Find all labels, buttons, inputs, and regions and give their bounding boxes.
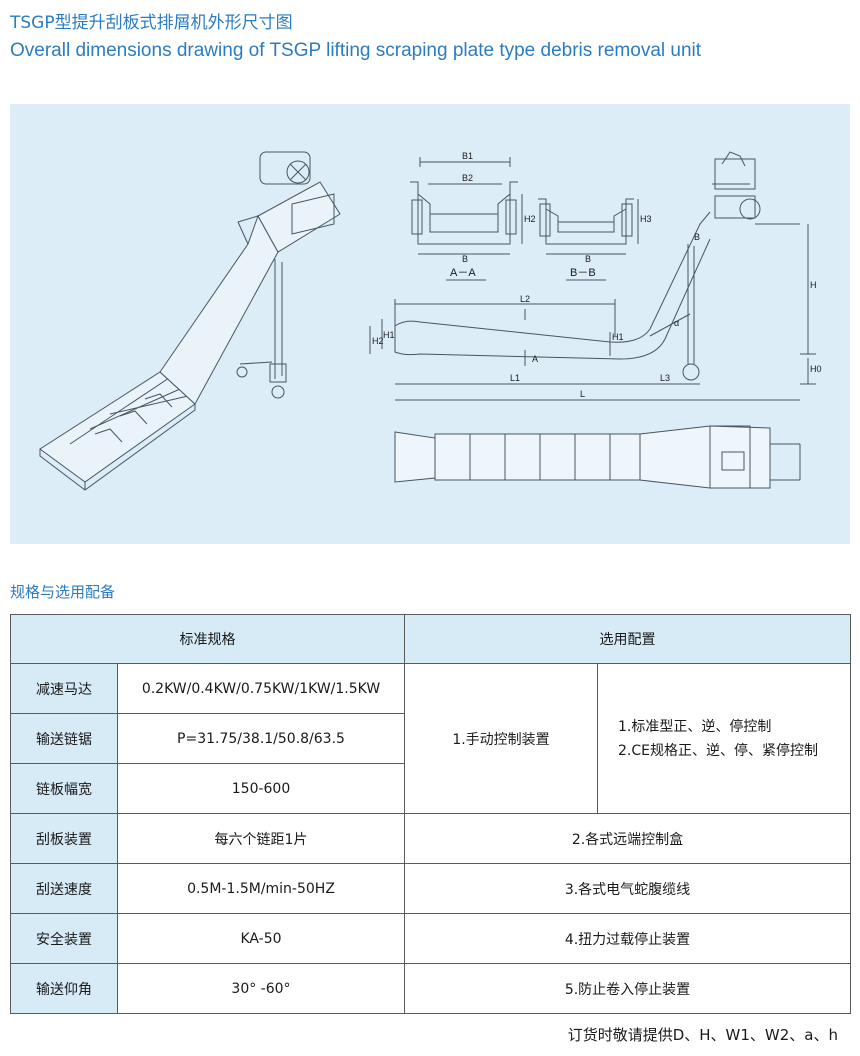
row-label-chain: 输送链锯 — [10, 713, 118, 764]
dim-label-b-aa: B — [462, 254, 468, 264]
table-row: 减速马达 0.2KW/0.4KW/0.75KW/1KW/1.5KW 1.手动控制… — [10, 663, 851, 814]
page-title-en: Overall dimensions drawing of TSGP lifti… — [10, 40, 702, 61]
dim-label-b2: B2 — [462, 173, 473, 183]
option-remote-box: 2.各式远端控制盒 — [404, 813, 851, 864]
option-manual-detail-2: 2.CE规格正、逆、停、紧停控制 — [618, 742, 818, 759]
row-label-motor: 减速马达 — [10, 663, 118, 714]
order-footnote: 订货时敬请提供D、H、W1、W2、a、h — [567, 1026, 838, 1044]
side-elevation-view — [369, 151, 816, 401]
isometric-conveyor-view — [39, 151, 341, 491]
row-label-scraper: 刮板装置 — [10, 813, 118, 864]
dim-label-l2: L2 — [520, 294, 530, 304]
row-value-speed: 0.5M-1.5M/min-50HZ — [117, 863, 405, 914]
dim-label-h0: H0 — [810, 364, 822, 374]
row-label-safety: 安全装置 — [10, 913, 118, 964]
spec-table: 标准规格 选用配置 减速马达 0.2KW/0.4KW/0.75KW/1KW/1.… — [10, 614, 851, 1014]
section-a-a-view — [410, 157, 523, 281]
dim-label-h1: H1 — [383, 330, 395, 340]
dim-label-b1: B1 — [462, 151, 473, 161]
row-label-width: 链板幅宽 — [10, 763, 118, 814]
dimension-drawing-panel: B1 B2 B H2 B H3 L2 H2 H1 H1 H H0 L1 L3 L… — [10, 104, 850, 544]
dim-label-l1: L1 — [510, 373, 520, 383]
dim-label-h3: H3 — [640, 214, 652, 224]
option-torque-stop: 4.扭力过载停止装置 — [404, 913, 851, 964]
header-optional: 选用配置 — [404, 614, 851, 664]
dim-label-a: A — [532, 354, 538, 364]
row-value-safety: KA-50 — [117, 913, 405, 964]
dimension-drawing: B1 B2 B H2 B H3 L2 H2 H1 H1 H H0 L1 L3 L… — [39, 151, 822, 491]
option-manual-detail-1: 1.标准型正、逆、停控制 — [618, 718, 772, 735]
dim-label-h: H — [810, 280, 817, 290]
table-row: 刮送速度 0.5M-1.5M/min-50HZ 3.各式电气蛇腹缆线 — [10, 863, 851, 914]
row-value-angle: 30° -60° — [117, 963, 405, 1014]
row-value-scraper: 每六个链距1片 — [117, 813, 405, 864]
row-label-speed: 刮送速度 — [10, 863, 118, 914]
dim-label-b-arrow: B — [694, 232, 700, 242]
header-standard: 标准规格 — [10, 614, 405, 664]
section-b-b-view — [538, 198, 639, 281]
table-row: 输送链锯 P=31.75/38.1/50.8/63.5 — [10, 713, 851, 764]
row-value-chain: P=31.75/38.1/50.8/63.5 — [117, 713, 405, 764]
row-label-angle: 输送仰角 — [10, 963, 118, 1014]
table-row: 链板幅宽 150-600 — [10, 763, 851, 814]
table-row: 输送仰角 30° -60° 5.防止卷入停止装置 — [10, 963, 851, 1014]
dim-label-h2: H2 — [372, 336, 384, 346]
option-cable: 3.各式电气蛇腹缆线 — [404, 863, 851, 914]
page-title-cn: TSGP型提升刮板式排屑机外形尺寸图 — [10, 13, 293, 33]
dim-label-h2-aa: H2 — [524, 214, 536, 224]
option-anti-entrapment: 5.防止卷入停止装置 — [404, 963, 851, 1014]
spec-section-title: 规格与选用配备 — [10, 583, 116, 601]
dim-label-l: L — [580, 389, 585, 399]
option-manual-detail: 1.标准型正、逆、停控制 2.CE规格正、逆、停、紧停控制 — [597, 663, 851, 814]
section-label-bb: B－B — [570, 267, 596, 279]
dim-label-alpha: α — [674, 318, 679, 328]
table-row: 刮板装置 每六个链距1片 2.各式远端控制盒 — [10, 813, 851, 864]
dim-label-l3: L3 — [660, 373, 670, 383]
row-value-motor: 0.2KW/0.4KW/0.75KW/1KW/1.5KW — [117, 663, 405, 714]
plan-view — [394, 425, 801, 489]
option-manual-control: 1.手动控制装置 — [404, 663, 598, 814]
table-row: 安全装置 KA-50 4.扭力过载停止装置 — [10, 913, 851, 964]
dim-label-h1-right: H1 — [612, 332, 624, 342]
dim-label-b-bb: B — [585, 254, 591, 264]
spec-table-header-row: 标准规格 选用配置 — [10, 614, 851, 664]
section-label-aa: A－A — [450, 267, 476, 279]
row-value-width: 150-600 — [117, 763, 405, 814]
